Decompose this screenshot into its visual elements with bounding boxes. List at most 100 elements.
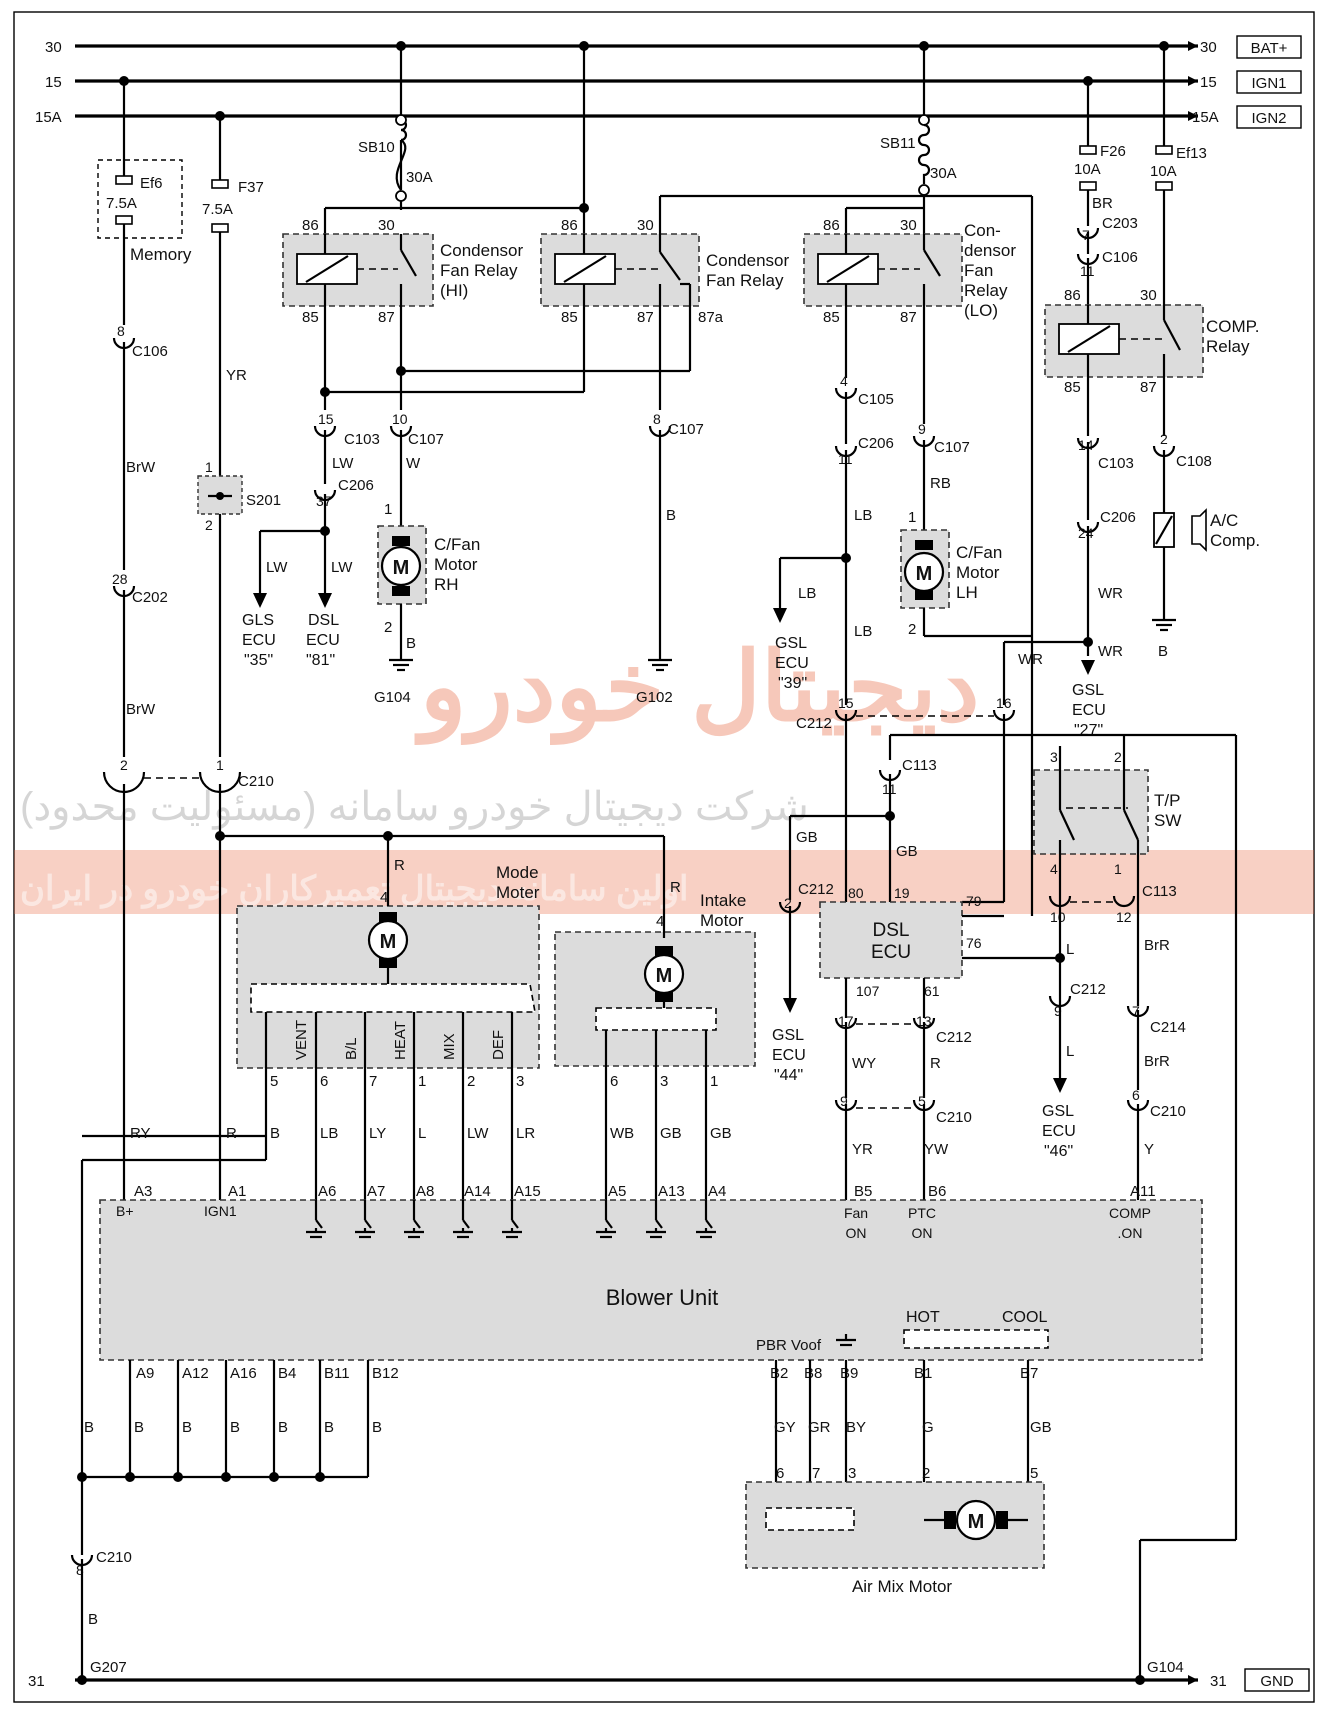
wire-brw-1: BrW — [126, 459, 156, 476]
svg-text:B: B — [372, 1419, 382, 1436]
svg-text:LB: LB — [854, 507, 872, 524]
svg-text:80: 80 — [848, 885, 864, 901]
bus-15-left: 15 — [45, 74, 62, 91]
svg-text:30: 30 — [378, 217, 395, 234]
svg-text:B7: B7 — [1020, 1365, 1038, 1382]
svg-text:F26: F26 — [1100, 143, 1126, 160]
ground-bus: 31 31 GND G207 G104 — [28, 1659, 1310, 1692]
svg-text:30A: 30A — [930, 165, 957, 182]
svg-text:2: 2 — [120, 757, 128, 773]
svg-text:4: 4 — [840, 373, 848, 389]
svg-text:B4: B4 — [278, 1365, 296, 1382]
ground-g104-bottom: G104 — [1147, 1659, 1184, 1676]
internal-grounds — [306, 1200, 716, 1239]
svg-text:B: B — [1158, 643, 1168, 660]
svg-text:MIX: MIX — [441, 1033, 458, 1060]
svg-text:GSL: GSL — [1042, 1103, 1074, 1120]
svg-text:L: L — [1066, 941, 1074, 958]
relay-lo: SB11 30A 86 30 85 87 Con- densor Fan Rel… — [773, 46, 1032, 705]
dsl-outputs: 17 13 C212 WY R 9 5 C210 YR YW — [834, 978, 972, 1200]
svg-text:10A: 10A — [1150, 163, 1177, 180]
svg-text:WR: WR — [1098, 643, 1123, 660]
svg-text:85: 85 — [823, 309, 840, 326]
svg-text:C106: C106 — [1102, 249, 1138, 266]
svg-text:BrR: BrR — [1144, 1053, 1170, 1070]
svg-text:A5: A5 — [608, 1183, 626, 1200]
svg-text:GR: GR — [808, 1419, 831, 1436]
bus-15-right: 15 — [1200, 74, 1217, 91]
svg-text:12: 12 — [1116, 909, 1132, 925]
svg-text:M: M — [916, 563, 933, 585]
svg-text:B: B — [406, 635, 416, 652]
svg-text:SW: SW — [1154, 811, 1181, 830]
svg-text:ECU: ECU — [1072, 702, 1106, 719]
svg-text:5: 5 — [270, 1073, 278, 1090]
svg-text:14: 14 — [1078, 437, 1094, 453]
svg-text:9: 9 — [918, 421, 926, 437]
svg-text:Moter: Moter — [496, 883, 540, 902]
svg-text:WB: WB — [610, 1125, 634, 1142]
fuse-sb10-name: SB10 — [358, 139, 395, 156]
svg-text:A/C: A/C — [1210, 511, 1238, 530]
svg-text:3: 3 — [848, 1465, 856, 1482]
svg-text:LR: LR — [516, 1125, 535, 1142]
svg-text:10: 10 — [1050, 909, 1066, 925]
bus-30-left: 30 — [45, 39, 62, 56]
svg-text:B: B — [88, 1611, 98, 1628]
svg-text:10: 10 — [392, 411, 408, 427]
svg-text:RB: RB — [930, 475, 951, 492]
air-mix-motor: GY GR BY G GB 6 7 3 2 5 M Air Mix Motor — [745, 1360, 1052, 1596]
svg-text:C206: C206 — [858, 435, 894, 452]
bus-bat-name: BAT+ — [1251, 40, 1288, 57]
svg-text:3: 3 — [516, 1073, 524, 1090]
svg-text:ON: ON — [912, 1225, 933, 1241]
svg-text:13: 13 — [916, 1013, 932, 1029]
svg-text:Con-: Con- — [964, 221, 1001, 240]
relay-hi: SB10 30A 86 30 85 87 Condensor Fan Relay… — [282, 46, 690, 410]
svg-text:B: B — [182, 1419, 192, 1436]
svg-text:YW: YW — [924, 1141, 949, 1158]
ground-harness: B B B B B B B 8 C210 B — [70, 1360, 382, 1680]
svg-text:"81": "81" — [306, 652, 335, 669]
fuse-ef6: Ef6 7.5A Memory 8 C106 BrW 28 C202 BrW — [97, 81, 192, 757]
fuse-ef6-name: Ef6 — [140, 175, 163, 192]
svg-text:24: 24 — [1078, 525, 1094, 541]
svg-text:A15: A15 — [514, 1183, 541, 1200]
svg-text:GSL: GSL — [1072, 682, 1104, 699]
c210-upper: 2 1 C210 — [102, 757, 664, 1200]
svg-text:ECU: ECU — [775, 655, 809, 672]
svg-text:GY: GY — [774, 1419, 796, 1436]
svg-text:RH: RH — [434, 575, 459, 594]
svg-text:GB: GB — [710, 1125, 732, 1142]
svg-text:IGN1: IGN1 — [204, 1203, 237, 1219]
svg-text:SB11: SB11 — [880, 135, 916, 152]
relay-hi-line2: Fan Relay — [440, 261, 518, 280]
svg-text:ECU: ECU — [1042, 1123, 1076, 1140]
svg-text:ECU: ECU — [871, 942, 911, 963]
svg-text:A8: A8 — [416, 1183, 434, 1200]
svg-text:GSL: GSL — [772, 1027, 804, 1044]
svg-text:C212: C212 — [936, 1029, 972, 1046]
svg-text:Fan Relay: Fan Relay — [706, 271, 784, 290]
svg-text:C210: C210 — [96, 1549, 132, 1566]
svg-text:GLS: GLS — [242, 612, 274, 629]
c202-label: C202 — [132, 589, 168, 606]
svg-text:"44": "44" — [774, 1067, 803, 1084]
svg-text:2: 2 — [384, 619, 392, 636]
blower-unit: Blower Unit B+ IGN1 Fan ON PTC ON COMP .… — [99, 1183, 1203, 1382]
svg-text:A12: A12 — [182, 1365, 209, 1382]
svg-text:GB: GB — [660, 1125, 682, 1142]
svg-text:A3: A3 — [134, 1183, 152, 1200]
svg-text:B/L: B/L — [343, 1037, 360, 1060]
svg-text:86: 86 — [302, 217, 319, 234]
svg-text:A1: A1 — [228, 1183, 246, 1200]
svg-text:A16: A16 — [230, 1365, 257, 1382]
svg-text:2: 2 — [908, 621, 916, 638]
svg-text:C107: C107 — [408, 431, 444, 448]
svg-text:R: R — [394, 857, 405, 874]
svg-text:2: 2 — [1160, 431, 1168, 447]
svg-text:C212: C212 — [796, 715, 832, 732]
svg-text:"39": "39" — [778, 675, 807, 692]
svg-text:3: 3 — [660, 1073, 668, 1090]
svg-text:9: 9 — [1054, 1003, 1062, 1019]
